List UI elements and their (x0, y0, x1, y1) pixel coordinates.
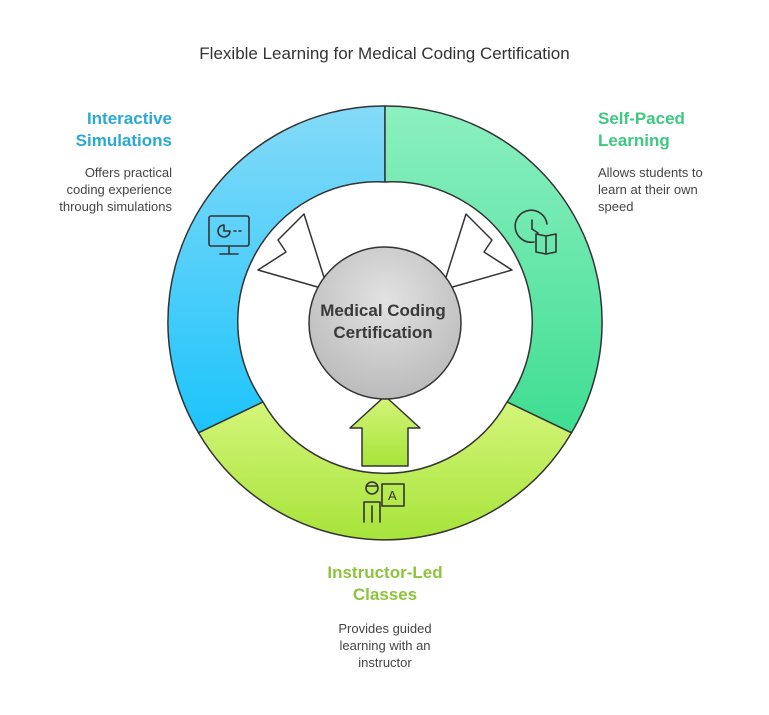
self-paced-learning-title-line2: Learning (598, 131, 670, 150)
interactive-simulations-desc-line3: through simulations (59, 199, 172, 214)
interactive-simulations-title-line1: Interactive (86, 109, 172, 128)
interactive-simulations-desc-line2: coding experience (66, 182, 172, 197)
interactive-simulations-description: Offers practical coding experience throu… (20, 164, 172, 215)
interactive-simulations-desc-line1: Offers practical (84, 165, 172, 180)
clock-book-icon (514, 209, 557, 255)
instructor-led-classes-desc-line2: learning with an (339, 638, 431, 653)
center-label-line1: Medical Coding (320, 301, 446, 320)
diagram-title: Flexible Learning for Medical Coding Cer… (199, 44, 570, 63)
svg-text:A: A (388, 488, 397, 503)
arrow-self-paced-to-center (441, 213, 513, 291)
computer-chart-icon (208, 215, 250, 255)
arrow-interactive-to-center (257, 213, 329, 291)
center-label: Medical Coding Certification (305, 300, 461, 344)
center-label-line2: Certification (333, 323, 433, 342)
instructor-led-classes-desc-line3: instructor (358, 655, 412, 670)
instructor-led-classes-title-line1: Instructor-Led (327, 563, 443, 582)
self-paced-learning-title: Self-Paced Learning (598, 108, 748, 152)
segment-instructor-led-classes (197, 401, 573, 541)
arrow-instructor-to-center (349, 395, 421, 467)
self-paced-learning-desc-line1: Allows students to (598, 165, 703, 180)
center-circle (308, 246, 462, 400)
teacher-board-icon: A (363, 481, 405, 523)
instructor-led-classes-description: Provides guided learning with an instruc… (305, 620, 465, 671)
segment-self-paced-learning (384, 105, 603, 434)
instructor-led-classes-desc-line1: Provides guided (338, 621, 432, 636)
self-paced-learning-description: Allows students to learn at their own sp… (598, 164, 758, 215)
interactive-simulations-title: Interactive Simulations (40, 108, 172, 152)
instructor-led-classes-title-line2: Classes (352, 585, 418, 604)
self-paced-learning-desc-line3: speed (598, 199, 634, 214)
self-paced-learning-title-line1: Self-Paced (598, 109, 685, 128)
instructor-led-classes-title: Instructor-Led Classes (285, 562, 485, 606)
interactive-simulations-title-line2: Simulations (75, 131, 172, 150)
self-paced-learning-desc-line2: learn at their own (598, 182, 698, 197)
segment-interactive-simulations (167, 105, 386, 434)
